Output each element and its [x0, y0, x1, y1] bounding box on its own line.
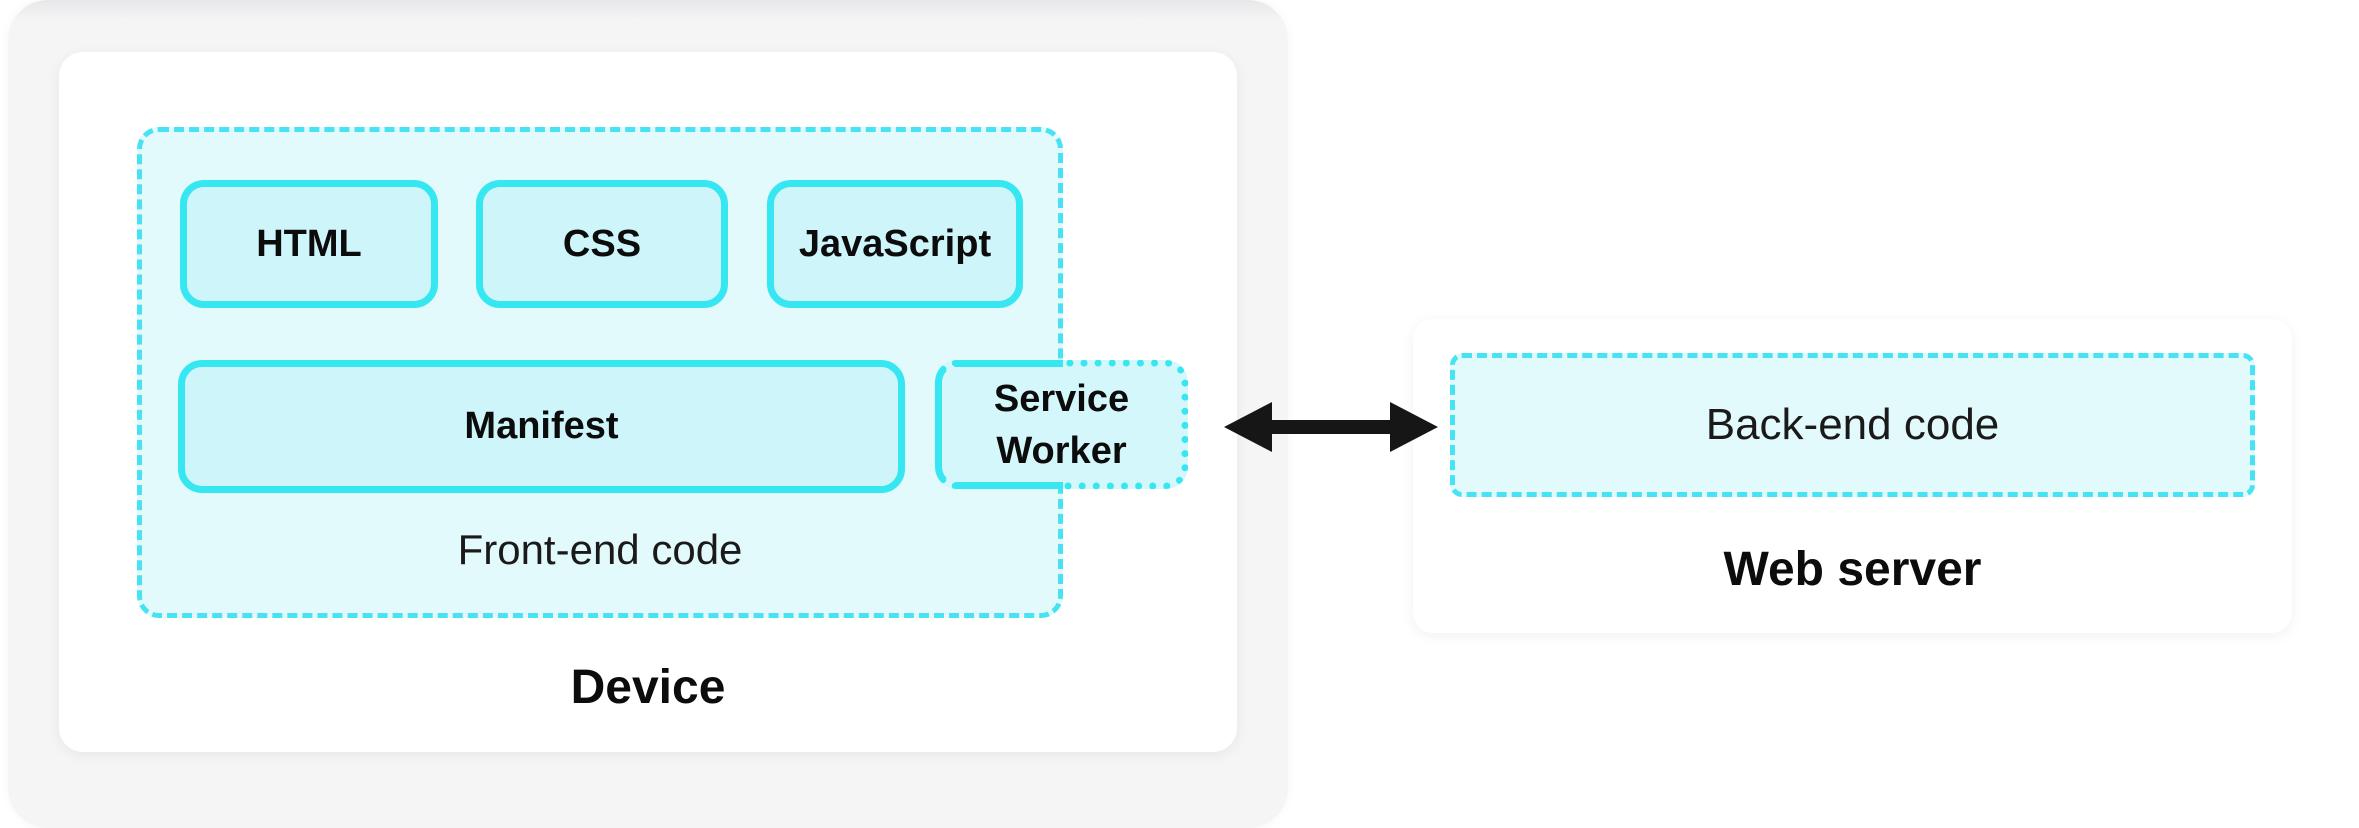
manifest-box: Manifest — [178, 360, 905, 493]
frontend-code-label: Front-end code — [457, 526, 743, 573]
web-server-label: Web server — [1723, 543, 1982, 596]
manifest-box-label: Manifest — [464, 405, 619, 447]
javascript-box-label: JavaScript — [798, 222, 992, 265]
html-box: HTML — [180, 180, 438, 308]
css-box: CSS — [476, 180, 728, 308]
backend-code-box: Back-end code — [1450, 353, 2255, 497]
javascript-box: JavaScript — [767, 180, 1023, 308]
service-worker-border-solid-bottom — [955, 482, 1063, 489]
html-box-label: HTML — [256, 222, 362, 265]
css-box-label: CSS — [562, 222, 642, 265]
service-worker-border-solid-top — [955, 360, 1063, 367]
device-label: Device — [570, 661, 726, 714]
backend-code-label: Back-end code — [1705, 400, 2000, 449]
service-worker-box-label: Service Worker — [993, 377, 1130, 472]
service-worker-box: Service Worker — [935, 360, 1188, 489]
bidirectional-arrow-icon — [1224, 399, 1438, 455]
